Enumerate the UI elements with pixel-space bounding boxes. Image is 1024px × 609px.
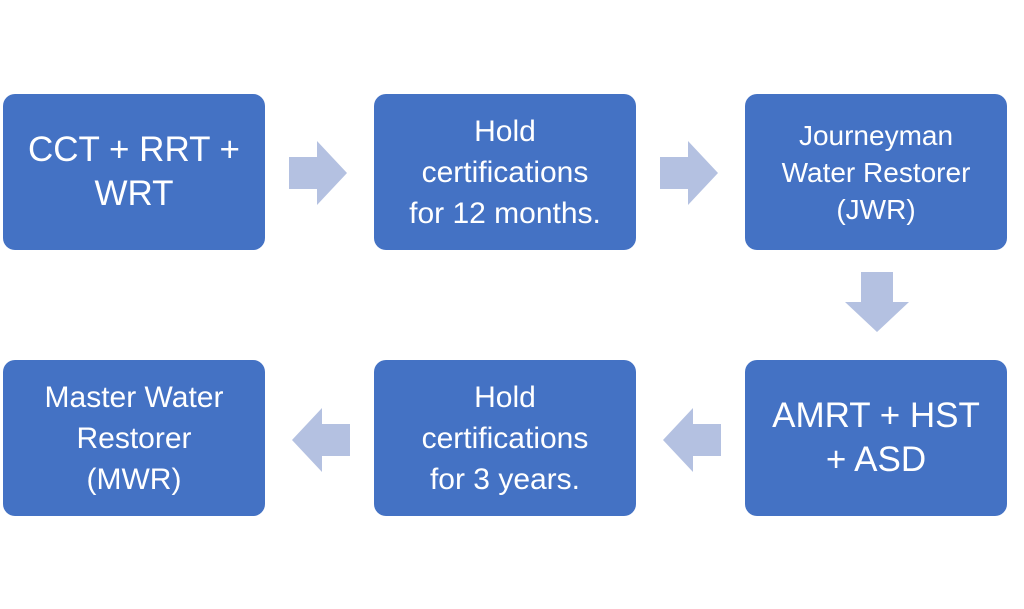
step-box-hold-12-months: Hold certifications for 12 months. xyxy=(374,94,636,250)
step-label: AMRT + HST + ASD xyxy=(772,396,980,479)
step-label: Hold certifications for 12 months. xyxy=(409,114,601,230)
step-label: CCT + RRT + WRT xyxy=(27,130,241,213)
step-box-cct-rrt-wrt: CCT + RRT + WRT xyxy=(3,94,265,250)
arrow-left-icon xyxy=(663,408,721,472)
arrow-right-icon xyxy=(289,141,347,205)
step-box-journeyman-water-restorer: Journeyman Water Restorer (JWR) xyxy=(745,94,1007,250)
step-box-hold-3-years: Hold certifications for 3 years. xyxy=(374,360,636,516)
step-box-master-water-restorer: Master Water Restorer (MWR) xyxy=(3,360,265,516)
step-label: Master Water Restorer (MWR) xyxy=(44,380,224,496)
arrow-down-icon xyxy=(845,272,909,332)
step-label: Hold certifications for 3 years. xyxy=(421,380,589,496)
arrow-left-icon xyxy=(292,408,350,472)
arrow-right-icon xyxy=(660,141,718,205)
step-label: Journeyman Water Restorer (JWR) xyxy=(781,119,971,225)
step-box-amrt-hst-asd: AMRT + HST + ASD xyxy=(745,360,1007,516)
